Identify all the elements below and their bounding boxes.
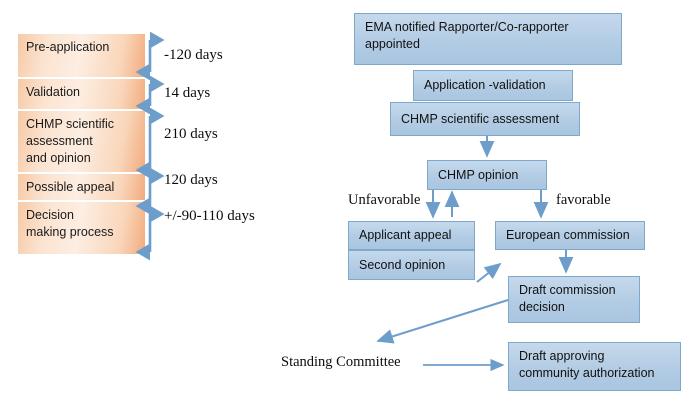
duration-label-chmp-assessment: 210 days xyxy=(164,126,218,142)
duration-label-possible-appeal: 120 days xyxy=(164,172,218,188)
timeline-row-label: Decision xyxy=(26,208,74,222)
timeline-row-validation: Validation xyxy=(18,78,145,110)
timeline-row-label: and opinion xyxy=(26,151,91,165)
flow-box-draft-commission-decision[interactable]: Draft commission decision xyxy=(508,276,640,323)
timeline-row-label: Possible appeal xyxy=(26,180,115,194)
flow-box-label: CHMP opinion xyxy=(438,167,519,182)
flow-box-label: Application -validation xyxy=(424,78,546,92)
flow-box-label: European commission xyxy=(506,228,630,242)
timeline-row-possible-appeal: Possible appeal xyxy=(18,173,145,201)
flow-box-label: CHMP scientific assessment xyxy=(401,111,560,126)
regulatory-timeline-table: Pre-application Validation CHMP scientif… xyxy=(18,33,145,255)
flow-box-label: EMA notified Rapporter/Co-rapporter xyxy=(365,20,569,34)
timeline-row-label: Validation xyxy=(26,85,80,99)
duration-label-validation: 14 days xyxy=(164,85,211,101)
flow-box-label: decision xyxy=(519,300,565,314)
flow-box-label: Second opinion xyxy=(359,257,446,272)
flow-label-standing-committee: Standing Committee xyxy=(281,354,401,370)
flow-box-chmp-opinion[interactable]: CHMP opinion xyxy=(427,160,547,190)
flow-box-label: community authorization xyxy=(519,366,655,380)
flow-label-unfavorable: Unfavorable xyxy=(348,192,421,208)
flow-box-applicant-appeal[interactable]: Applicant appeal xyxy=(348,221,475,250)
flow-box-label: Applicant appeal xyxy=(359,228,452,242)
flow-box-ema-notified[interactable]: EMA notified Rapporter/Co-rapporter appo… xyxy=(354,13,622,65)
flow-box-label: Draft commission xyxy=(519,283,616,297)
flow-box-label: Draft approving xyxy=(519,349,605,363)
timeline-row-label: assessment xyxy=(26,134,93,148)
flow-box-application-validation[interactable]: Application -validation xyxy=(413,70,573,101)
flow-box-european-commission[interactable]: European commission xyxy=(495,221,645,250)
timeline-row-pre-application: Pre-application xyxy=(18,33,145,78)
flow-label-favorable: favorable xyxy=(556,192,611,208)
flow-box-second-opinion[interactable]: Second opinion xyxy=(348,250,475,280)
duration-label-decision-making: +/-90-110 days xyxy=(164,208,255,224)
duration-label-pre-application: -120 days xyxy=(164,47,223,63)
flow-box-draft-approving-authorization[interactable]: Draft approving community authorization xyxy=(508,342,681,391)
flow-box-label: appointed xyxy=(365,37,420,51)
flow-box-chmp-scientific-assessment[interactable]: CHMP scientific assessment xyxy=(390,102,580,136)
timeline-row-decision-making: Decision making process xyxy=(18,201,145,255)
timeline-duration-arrows xyxy=(135,31,165,261)
timeline-row-label: CHMP scientific xyxy=(26,117,114,131)
timeline-row-label: Pre-application xyxy=(26,40,110,54)
timeline-row-chmp-assessment: CHMP scientific assessment and opinion xyxy=(18,110,145,173)
timeline-row-label: making process xyxy=(26,225,114,239)
